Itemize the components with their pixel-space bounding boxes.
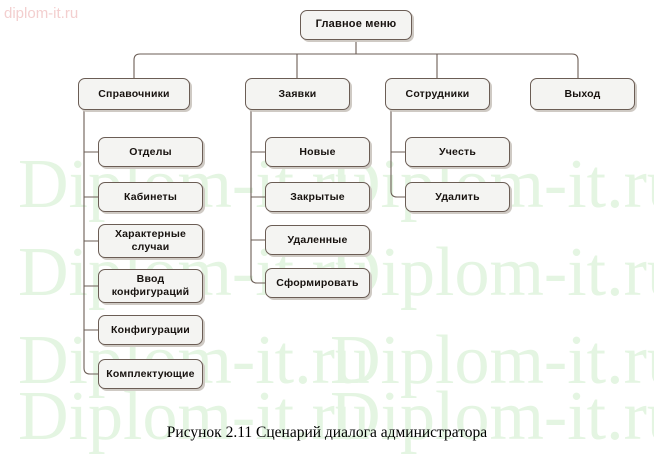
node-kabinety-label: Кабинеты bbox=[123, 190, 178, 203]
node-main-menu-label: Главное меню bbox=[315, 18, 397, 31]
node-zakrytye[interactable]: Закрытые bbox=[265, 182, 370, 212]
node-vyhod-label: Выход bbox=[564, 87, 601, 100]
node-uchest-label: Учесть bbox=[439, 145, 476, 158]
node-spravochniki[interactable]: Справочники bbox=[78, 78, 190, 110]
node-zayavki[interactable]: Заявки bbox=[245, 78, 350, 110]
edge-trunk-spravochniki bbox=[83, 109, 99, 375]
node-udalit-label: Удалить bbox=[435, 190, 480, 203]
node-otdely-label: Отделы bbox=[129, 145, 172, 158]
node-komplektuyushchie[interactable]: Комплектующие bbox=[98, 359, 203, 389]
node-konfiguracii[interactable]: Конфигурации bbox=[98, 315, 203, 345]
node-harakternye-sluchai-label: Характерные случаи bbox=[114, 228, 187, 253]
node-novye-label: Новые bbox=[299, 145, 336, 158]
node-komplektuyushchie-label: Комплектующие bbox=[106, 367, 195, 380]
node-harakternye-sluchai[interactable]: Характерные случаи bbox=[98, 224, 203, 258]
node-kabinety[interactable]: Кабинеты bbox=[98, 182, 203, 212]
node-spravochniki-label: Справочники bbox=[98, 87, 170, 100]
node-vvod-konfiguracij[interactable]: Ввод конфигураций bbox=[98, 269, 203, 303]
node-otdely[interactable]: Отделы bbox=[98, 137, 203, 167]
edge-bus-outer bbox=[133, 53, 579, 79]
node-vyhod[interactable]: Выход bbox=[530, 78, 635, 110]
node-konfiguracii-label: Конфигурации bbox=[111, 323, 190, 336]
node-zayavki-label: Заявки bbox=[278, 87, 317, 100]
node-uchest[interactable]: Учесть bbox=[405, 137, 510, 167]
figure-caption: Рисунок 2.11 Сценарий диалога администра… bbox=[166, 424, 488, 441]
node-novye[interactable]: Новые bbox=[265, 137, 370, 167]
site-watermark: diplom-it.ru bbox=[4, 5, 79, 22]
node-vvod-konfiguracij-label: Ввод конфигураций bbox=[111, 273, 190, 298]
node-udalennye-label: Удаленные bbox=[287, 233, 348, 246]
node-zakrytye-label: Закрытые bbox=[290, 190, 345, 203]
node-udalit[interactable]: Удалить bbox=[405, 182, 510, 212]
node-sformirovat-label: Сформировать bbox=[276, 276, 359, 289]
node-sotrudniki-label: Сотрудники bbox=[405, 87, 470, 100]
edge-trunk-sotrudniki bbox=[390, 109, 406, 198]
node-udalennye[interactable]: Удаленные bbox=[265, 225, 370, 255]
edge-trunk-zayavki bbox=[250, 109, 266, 284]
node-sotrudniki[interactable]: Сотрудники bbox=[385, 78, 490, 110]
node-sformirovat[interactable]: Сформировать bbox=[265, 268, 370, 298]
node-main-menu[interactable]: Главное меню bbox=[300, 10, 412, 40]
